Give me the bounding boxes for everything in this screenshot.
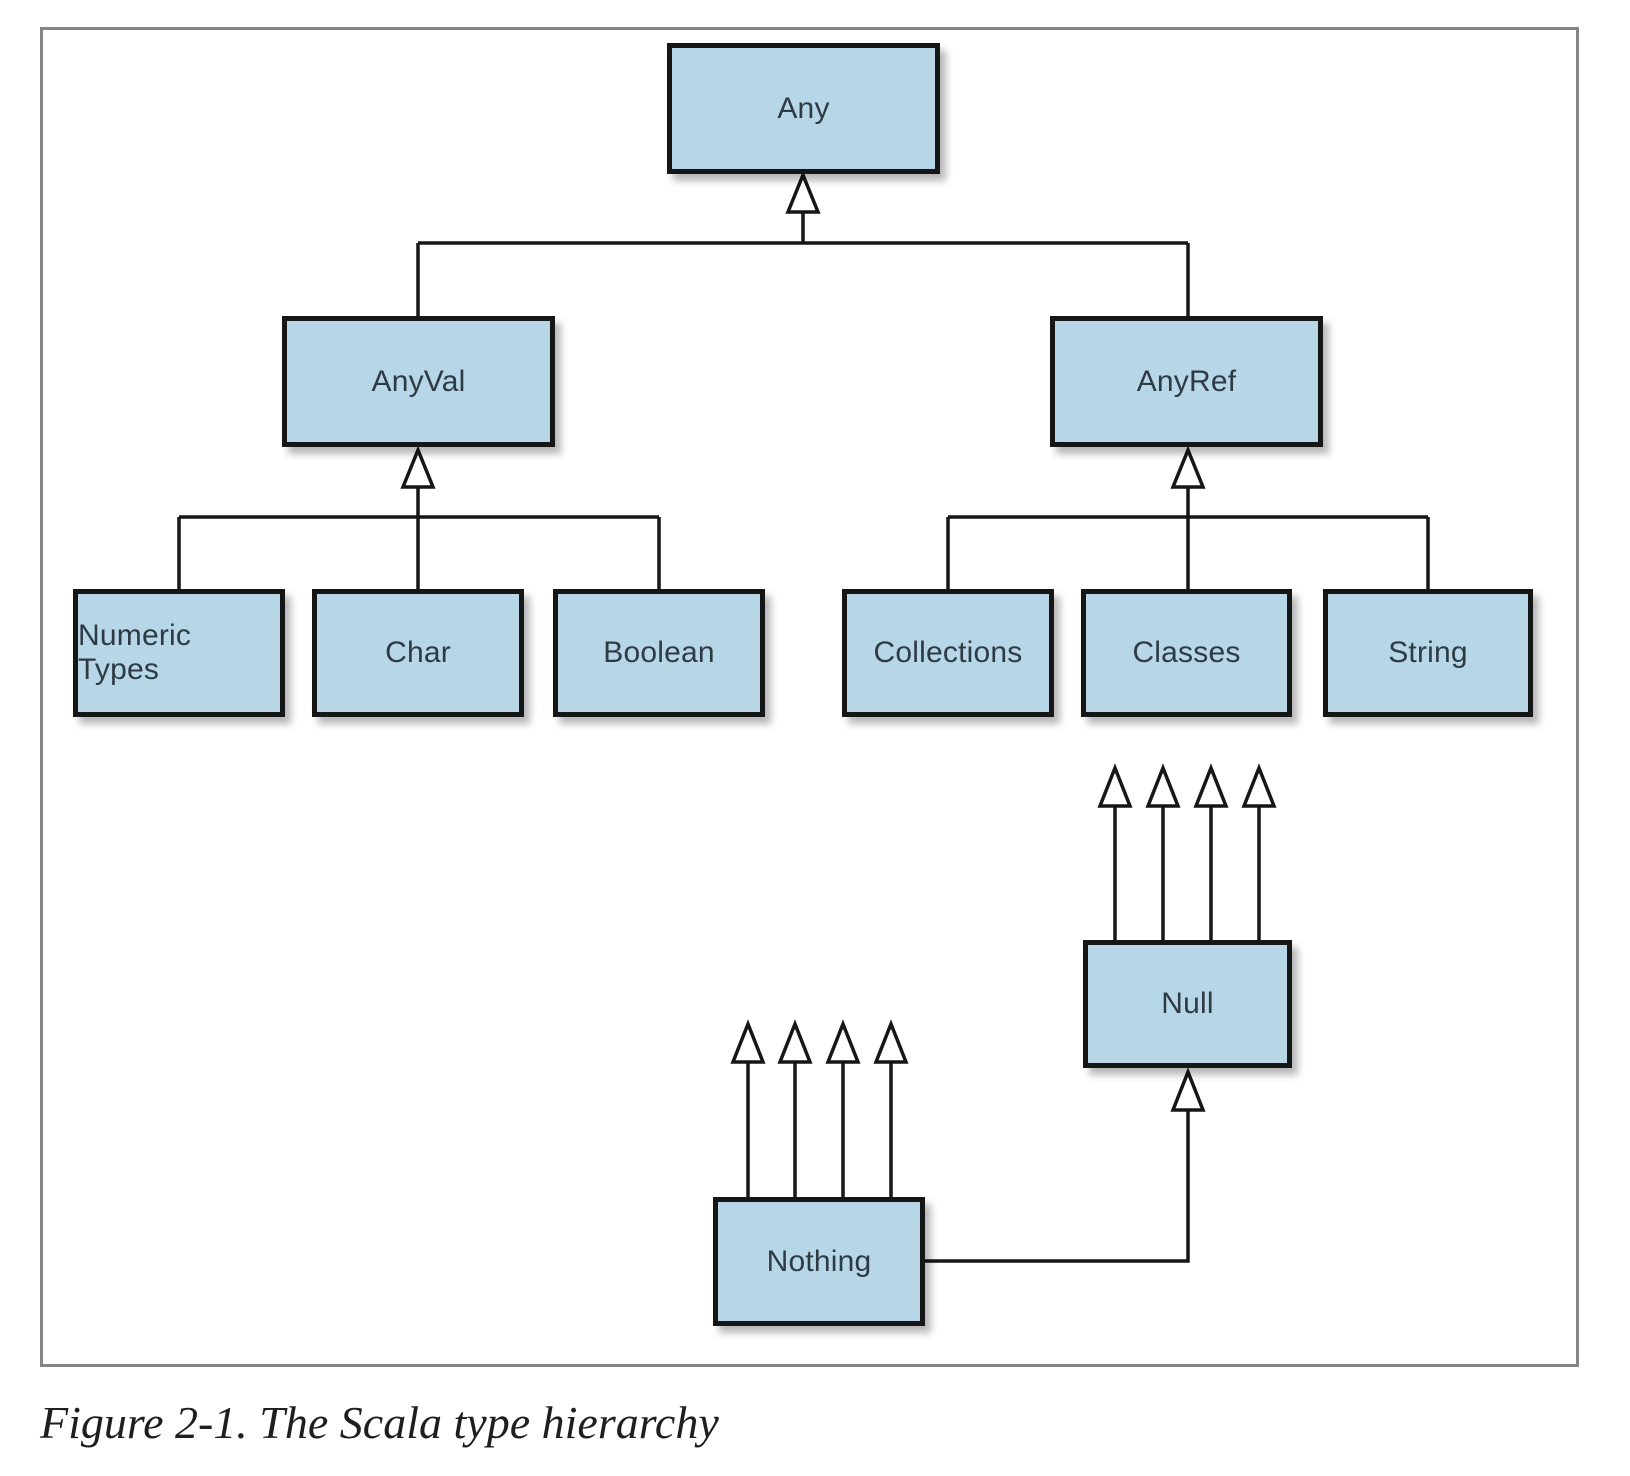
node-anyref: AnyRef xyxy=(1050,316,1323,447)
subtype-arrowhead-icon xyxy=(1170,445,1206,489)
node-label: Classes xyxy=(1132,636,1241,669)
node-label: Boolean xyxy=(603,636,715,669)
subtype-arrowhead-icon xyxy=(400,445,436,489)
subtype-arrowhead-icon xyxy=(1241,763,1277,808)
edge-valtypes-to-anyval xyxy=(177,445,661,592)
node-char: Char xyxy=(312,589,524,717)
node-boolean: Boolean xyxy=(553,589,765,717)
node-label: AnyVal xyxy=(371,364,466,398)
node-numeric-types: Numeric Types xyxy=(73,589,285,717)
node-collections: Collections xyxy=(842,589,1054,717)
node-label: Numeric Types xyxy=(78,619,192,686)
subtype-arrowhead-icon xyxy=(873,1019,909,1064)
node-nothing: Nothing xyxy=(713,1197,925,1326)
diagram-frame xyxy=(40,27,1579,1367)
subtype-arrowhead-icon xyxy=(1193,763,1229,808)
node-label: Char xyxy=(385,636,451,669)
node-label: Null xyxy=(1161,987,1214,1020)
node-anyval: AnyVal xyxy=(282,316,555,447)
node-label: Nothing xyxy=(766,1244,872,1278)
edge-nothing-to-null xyxy=(923,1067,1206,1263)
node-null: Null xyxy=(1083,940,1292,1068)
subtype-arrowhead-icon xyxy=(1145,763,1181,808)
subtype-arrowhead-icon xyxy=(825,1019,861,1064)
node-classes: Classes xyxy=(1081,589,1292,717)
node-label: String xyxy=(1388,636,1468,669)
subtype-arrowhead-icon xyxy=(730,1019,766,1064)
null-subtype-arrows xyxy=(1097,763,1277,942)
nothing-subtype-arrows xyxy=(730,1019,909,1198)
subtype-arrowhead-icon xyxy=(1097,763,1133,808)
figure-caption: Figure 2-1. The Scala type hierarchy xyxy=(40,1397,719,1448)
edge-reftypes-to-anyref xyxy=(946,445,1430,592)
node-label: Any xyxy=(777,91,830,125)
edge-anyval-anyref-to-any xyxy=(416,170,1190,320)
subtype-arrowhead-icon xyxy=(785,170,821,214)
node-any: Any xyxy=(667,43,940,174)
node-label: Collections xyxy=(873,636,1023,669)
node-label: AnyRef xyxy=(1136,364,1237,398)
node-string: String xyxy=(1323,589,1533,717)
subtype-arrowhead-icon xyxy=(1170,1067,1206,1112)
subtype-arrowhead-icon xyxy=(777,1019,813,1064)
